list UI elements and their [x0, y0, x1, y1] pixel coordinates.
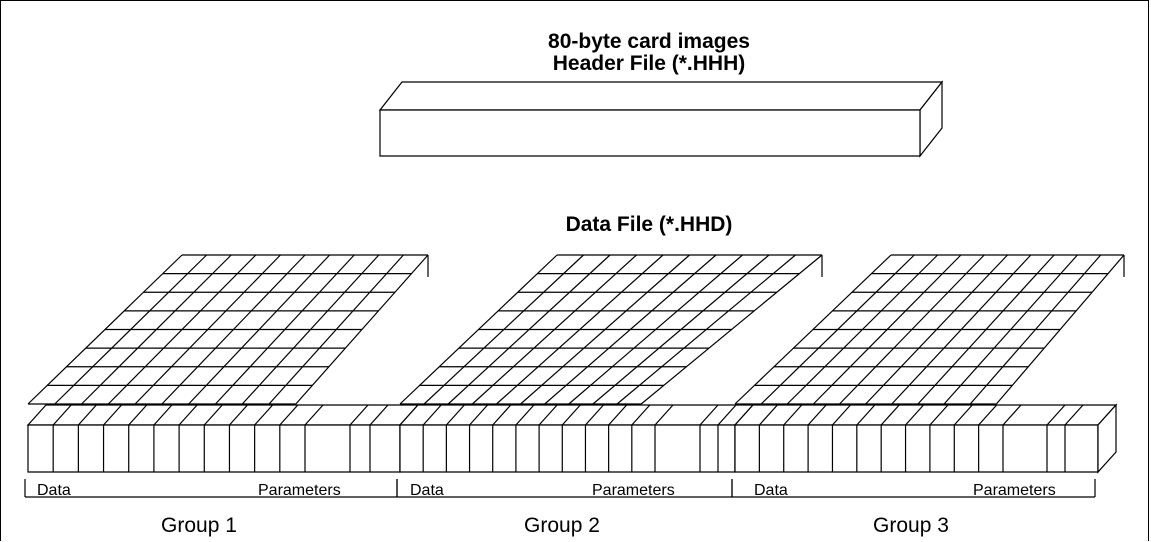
group3-front-row-face — [734, 424, 1099, 473]
group2-data-cell-top-divider — [538, 404, 558, 426]
row-end-face — [1097, 403, 1117, 474]
group1-stack-column-line — [241, 254, 380, 405]
group2-data-cell-top-divider — [608, 404, 628, 426]
group1-stack-column-line — [54, 254, 208, 405]
group3-stack-column-line — [917, 254, 1055, 405]
group3-data-cell-top-divider — [832, 404, 851, 426]
group1-parameter-cell-top-divider — [349, 404, 369, 426]
group3-stack-column-line — [969, 254, 1102, 405]
group2-front-row-face — [399, 424, 736, 473]
group1-parameter-cell-top-divider — [304, 404, 324, 426]
group3-stack-column-line — [943, 254, 1078, 405]
group1-stack-column-line — [161, 254, 306, 405]
group1-front-row-face — [27, 424, 401, 473]
group3-parameters-label: Parameters — [973, 482, 1056, 499]
group3-parameter-cell-top-divider — [1002, 404, 1022, 426]
group2-stack-column-line — [520, 254, 690, 405]
group1-stack-column-line — [268, 254, 404, 405]
group2-stack-column-line — [616, 254, 796, 405]
group3-stack-column-line — [760, 254, 915, 405]
group1-data-cell-top-divider — [203, 404, 223, 426]
group1-data-cell-top-divider — [178, 404, 198, 426]
group2-data-cell-top-divider — [585, 404, 604, 426]
group2-stack-column-line — [568, 254, 743, 405]
group3-stack-column-line — [812, 254, 962, 405]
group3-stack-column-line — [839, 254, 985, 405]
group2-stack-column-line — [471, 254, 637, 405]
group3-data-cell-top-divider — [856, 404, 876, 426]
group1-data-cell-top-divider — [103, 404, 122, 426]
group1-stack-column-line — [215, 254, 355, 405]
group1-stack-column-line — [81, 254, 232, 405]
group3-data-cell-top-divider — [807, 404, 827, 426]
group1-data-cell-top-divider — [153, 404, 173, 426]
group3-stack-column-line — [786, 254, 939, 405]
group2-front-row-top-face — [398, 404, 755, 426]
group2-data-cell-top-divider — [469, 404, 488, 426]
group3-parameter-cell-top-divider — [1064, 404, 1084, 426]
group1-name: Group 1 — [161, 514, 237, 537]
group3-parameter-cell-top-divider — [1046, 404, 1066, 426]
group2-data-cell-top-divider — [422, 404, 442, 426]
group2-parameters-label: Parameters — [592, 482, 675, 499]
group3-stack-column-line — [734, 254, 892, 405]
group2-parameter-cell-top-divider — [717, 404, 737, 426]
group1-data-cell-top-divider — [128, 404, 148, 426]
group2-stack-column-line — [640, 254, 823, 405]
group1-data-cell-top-divider — [52, 404, 72, 426]
group3-data-cell-top-divider — [978, 404, 998, 426]
data-file-title: Data File (*.HHD) — [565, 213, 733, 236]
group3-data-cell-top-divider — [953, 404, 973, 426]
group2-data-label: Data — [410, 482, 444, 499]
group2-stack-column-line — [447, 254, 611, 405]
group3-data-cell-top-divider — [880, 404, 900, 426]
group2-data-cell-top-divider — [515, 404, 535, 426]
group1-parameter-cell-top-divider — [369, 404, 389, 426]
group2-stack-column-line — [592, 254, 770, 405]
group2-parameter-cell-top-divider — [699, 404, 719, 426]
header-file-top-face — [378, 81, 944, 111]
group1-stack-column-line — [295, 254, 429, 405]
header-file-front-face — [379, 109, 921, 157]
group1-stack-column-line — [188, 254, 331, 405]
group2-stack-column-line — [496, 254, 664, 405]
group3-name: Group 3 — [873, 514, 949, 537]
group3-data-cell-top-divider — [905, 404, 924, 426]
group3-data-cell-top-divider — [758, 404, 778, 426]
group3-data-label: Data — [754, 482, 788, 499]
group2-data-cell-top-divider — [445, 404, 465, 426]
group2-parameter-cell-top-divider — [654, 404, 674, 426]
group1-stack-column-line — [107, 254, 257, 405]
group2-stack-column-line — [399, 254, 558, 405]
group2-name: Group 2 — [524, 514, 600, 537]
group1-stack-column-line — [27, 254, 183, 405]
group3-data-cell-top-divider — [783, 404, 803, 426]
header-title-line1: 80-byte card images — [548, 30, 750, 53]
group2-stack-column-line — [423, 254, 584, 405]
group2-data-cell-top-divider — [561, 404, 581, 426]
group1-data-cell-top-divider — [229, 404, 248, 426]
group1-data-label: Data — [37, 482, 71, 499]
group3-stack-column-line — [891, 254, 1032, 405]
header-title-line2: Header File (*.HHH) — [552, 52, 746, 75]
group1-parameters-label: Parameters — [258, 482, 341, 499]
group1-data-cell-top-divider — [279, 404, 299, 426]
group1-data-cell-top-divider — [254, 404, 274, 426]
group2-data-cell-top-divider — [492, 404, 512, 426]
group3-stack-column-line — [995, 254, 1125, 405]
group1-data-cell-top-divider — [77, 404, 97, 426]
group3-stack-column-line — [865, 254, 1008, 405]
group1-stack-column-line — [134, 254, 281, 405]
group2-data-cell-top-divider — [631, 404, 651, 426]
group3-data-cell-top-divider — [929, 404, 949, 426]
group2-stack-column-line — [544, 254, 717, 405]
